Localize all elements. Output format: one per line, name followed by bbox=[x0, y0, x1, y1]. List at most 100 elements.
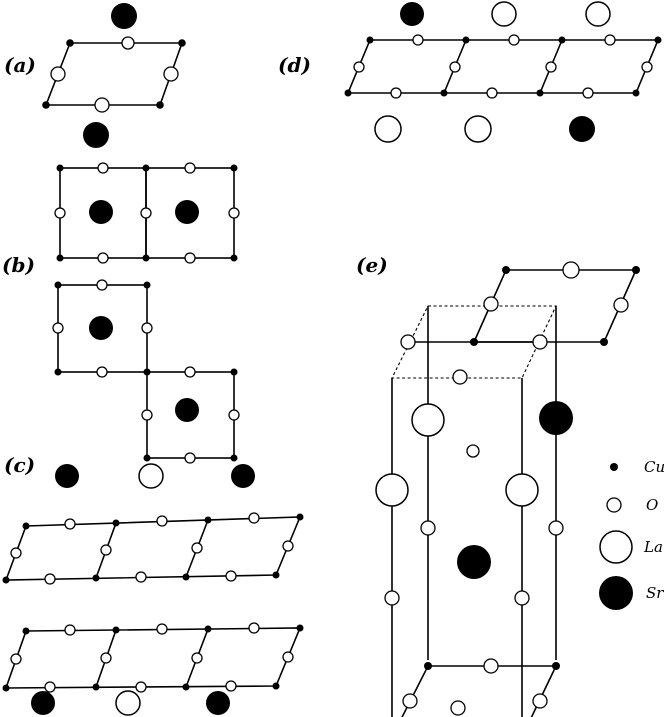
o-atom bbox=[184, 162, 196, 174]
sr-atom bbox=[175, 398, 199, 422]
o-atom bbox=[225, 570, 237, 582]
o-atom bbox=[225, 680, 237, 692]
sr-atom bbox=[111, 3, 137, 29]
cu-atom bbox=[54, 368, 62, 376]
sr-atom bbox=[89, 316, 113, 340]
sr-atom bbox=[457, 545, 491, 579]
sr-atom bbox=[175, 200, 199, 224]
sr-atom bbox=[539, 401, 573, 435]
cu-atom bbox=[42, 101, 50, 109]
o-atom bbox=[486, 87, 498, 99]
sr-atom bbox=[569, 116, 595, 142]
cu-atom bbox=[600, 338, 608, 346]
cu-atom bbox=[552, 662, 560, 670]
panel-d-diagram bbox=[344, 1, 662, 143]
o-atom bbox=[184, 452, 196, 464]
o-atom bbox=[514, 590, 530, 606]
o-atom bbox=[135, 571, 147, 583]
o-atom bbox=[100, 652, 112, 664]
o-atom bbox=[483, 658, 499, 674]
o-atom bbox=[532, 693, 548, 709]
panel-label-a: (a) bbox=[4, 53, 36, 77]
o-atom bbox=[50, 66, 66, 82]
la-atom bbox=[505, 473, 539, 507]
cu-atom bbox=[143, 281, 151, 289]
o-atom bbox=[548, 520, 564, 536]
cu-atom bbox=[54, 281, 62, 289]
o-atom bbox=[64, 518, 76, 530]
o-atom bbox=[228, 409, 240, 421]
o-atom bbox=[191, 652, 203, 664]
cu-atom bbox=[502, 266, 510, 274]
o-atom bbox=[282, 540, 294, 552]
legend-o-label: O bbox=[646, 496, 658, 514]
panel-label-e: (e) bbox=[356, 253, 388, 277]
o-atom bbox=[163, 66, 179, 82]
cu-atom bbox=[230, 368, 238, 376]
cu-atom bbox=[230, 254, 238, 262]
o-atom bbox=[141, 409, 153, 421]
o-atom bbox=[10, 653, 22, 665]
o-atom bbox=[384, 590, 400, 606]
panel-e-diagram bbox=[375, 261, 640, 717]
o-atom bbox=[400, 334, 416, 350]
o-atom bbox=[156, 623, 168, 635]
panel-label-d: (d) bbox=[278, 53, 311, 77]
sr-atom bbox=[55, 464, 79, 488]
sr-atom bbox=[83, 122, 109, 148]
o-atom bbox=[44, 573, 56, 585]
la-atom bbox=[374, 115, 402, 143]
la-atom bbox=[115, 690, 141, 716]
panel-label-b: (b) bbox=[2, 253, 35, 277]
o-atom bbox=[156, 515, 168, 527]
o-atom bbox=[641, 61, 653, 73]
sr-atom bbox=[206, 691, 230, 715]
o-atom bbox=[96, 279, 108, 291]
panel-b-diagram bbox=[52, 122, 240, 464]
legend-sr-marker bbox=[599, 576, 633, 610]
panel-label-c: (c) bbox=[4, 453, 35, 477]
cu-atom bbox=[470, 338, 478, 346]
o-atom bbox=[353, 61, 365, 73]
legend-cu-label: Cu bbox=[644, 458, 664, 476]
cuo2-plaquette bbox=[44, 42, 184, 106]
o-atom bbox=[184, 366, 196, 378]
dashed-face bbox=[391, 305, 557, 379]
cuo2-plaquette bbox=[401, 665, 558, 717]
o-atom bbox=[466, 444, 480, 458]
o-atom bbox=[613, 297, 629, 313]
la-atom bbox=[138, 463, 164, 489]
o-atom bbox=[184, 252, 196, 264]
o-atom bbox=[44, 681, 56, 693]
o-atom bbox=[121, 36, 135, 50]
o-atom bbox=[452, 369, 468, 385]
o-atom bbox=[282, 651, 294, 663]
o-atom bbox=[100, 544, 112, 556]
o-atom bbox=[483, 296, 499, 312]
sr-atom bbox=[400, 2, 424, 26]
cu-atom bbox=[142, 164, 150, 172]
o-atom bbox=[97, 162, 109, 174]
sr-atom bbox=[31, 691, 55, 715]
o-atom bbox=[52, 322, 64, 334]
legend-la-label: La bbox=[643, 538, 663, 556]
cu-atom bbox=[56, 254, 64, 262]
cu-atom bbox=[178, 39, 186, 47]
la-atom bbox=[411, 403, 445, 437]
o-atom bbox=[96, 366, 108, 378]
cuo2-chain bbox=[346, 39, 660, 94]
legend-o-marker bbox=[606, 497, 622, 513]
la-atom bbox=[491, 1, 517, 27]
cu-atom bbox=[66, 39, 74, 47]
o-atom bbox=[135, 681, 147, 693]
o-atom bbox=[64, 624, 76, 636]
la-atom bbox=[464, 115, 492, 143]
cu-atom bbox=[632, 266, 640, 274]
la-atom bbox=[585, 1, 611, 27]
sr-atom bbox=[89, 200, 113, 224]
cuo2-chain bbox=[4, 516, 302, 581]
legend-sr-label: Sr bbox=[646, 584, 664, 602]
o-atom bbox=[532, 334, 548, 350]
o-atom bbox=[450, 700, 466, 716]
